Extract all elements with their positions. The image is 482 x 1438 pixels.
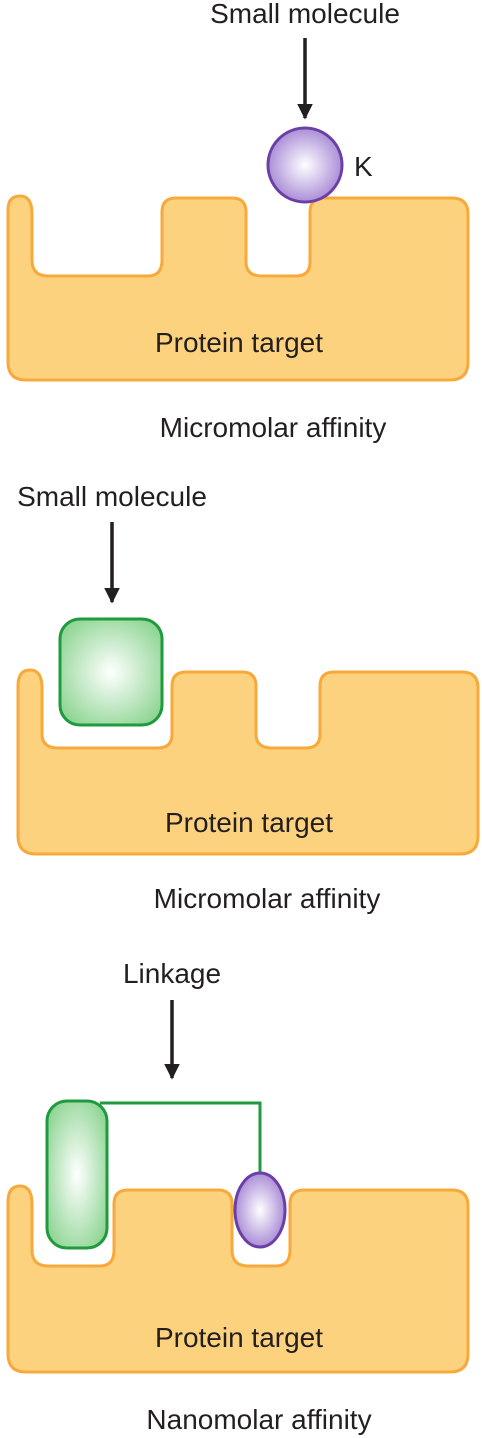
panel-1-protein-target [6,194,470,382]
panel-1-ligand-label: K [354,151,373,182]
panel-3-affinity-label: Nanomolar affinity [146,1404,371,1435]
panel-2-small-molecule-block [58,617,164,727]
panel-2: Small molecule Protein target Micromolar… [16,481,480,914]
panel-1: Small molecule Protein target K Micromol… [6,0,470,443]
panel-3-target-label: Protein target [155,1322,323,1353]
panel-2-arrow-label: Small molecule [17,481,207,512]
panel-3-protein-target [6,1184,470,1374]
panel-1-target-label: Protein target [155,327,323,358]
panel-3-purple-fragment [233,1171,287,1249]
panel-1-arrow-label: Small molecule [210,0,400,29]
panel-2-target-label: Protein target [165,807,333,838]
panel-3: Linkage Protein target Nanomolar affinit… [6,958,470,1435]
panel-3-green-fragment [45,1099,109,1250]
panel-1-small-molecule-sphere [266,126,344,204]
panel-2-affinity-label: Micromolar affinity [154,883,381,914]
panel-2-protein-target [16,668,480,856]
panel-3-arrow-label: Linkage [123,958,221,989]
panel-1-affinity-label: Micromolar affinity [160,412,387,443]
panel-3-linker [100,1101,262,1175]
